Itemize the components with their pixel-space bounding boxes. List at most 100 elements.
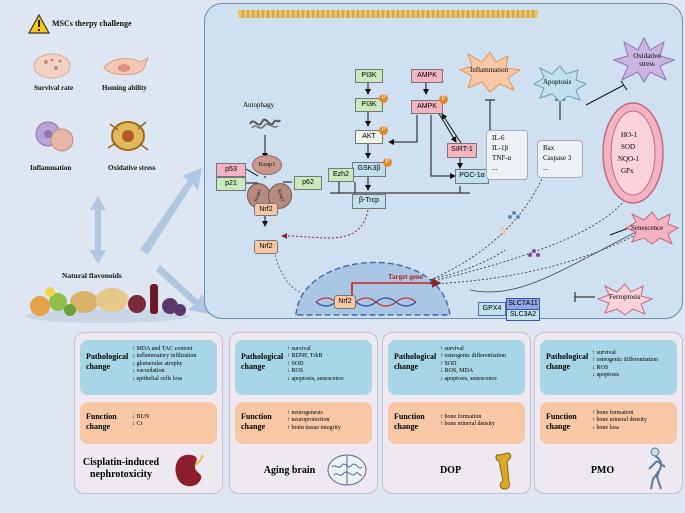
p21-node: p21	[216, 177, 246, 191]
function-change-title: Function change	[546, 412, 577, 431]
apoptosis-markers-box: Bax Caspase 3 ...	[537, 140, 583, 178]
list-item: ↓ ROS, MDA	[440, 368, 474, 375]
flow-arrows	[90, 168, 210, 314]
phospho-badge: P	[379, 126, 388, 135]
apoptosis-burst-icon	[532, 65, 588, 103]
pathological-change-title: Pathological change	[86, 352, 129, 371]
list-item: ↓ ROS	[287, 368, 304, 375]
list-item: ↑ osteogenic differentiation	[592, 357, 658, 364]
sirt1-node: SIRT-1	[447, 143, 477, 158]
pathological-list: ↑ survival ↑ osteogenic differentiation …	[592, 350, 658, 380]
list-item: ↓ apoptosis, senescence	[287, 375, 344, 382]
akt-node: AKT	[355, 130, 383, 144]
target-gene-label: Target gene	[388, 273, 423, 281]
brain-icon	[327, 454, 367, 486]
panel-title: DOP	[439, 465, 462, 476]
cell-icon	[107, 121, 149, 151]
list-item: ↓ apoptosis	[592, 372, 620, 379]
marker-more: ...	[543, 164, 549, 172]
ezh2-node: Ezh2	[328, 168, 354, 182]
function-change-title: Function change	[394, 412, 425, 431]
list-item: ↑ bone formation	[592, 410, 634, 416]
antioxidant-nqo1: NQO-1	[618, 155, 639, 163]
flavonoids-label: Natural flavonoids	[62, 271, 122, 280]
function-change-box: Function change ↓ BUN ↓ Cr	[80, 402, 217, 444]
senescence-burst-icon	[624, 211, 680, 246]
panel-aging-brain: Pathological change ↑ survival ↑ BDNF, T…	[229, 332, 378, 494]
list-item: ↑ bone mineral density	[592, 417, 647, 424]
function-list: ↓ BUN ↓ Cr	[132, 414, 149, 429]
list-item: ↓ epithelial cells loss	[132, 375, 183, 382]
ampk-node-1: AMPK	[411, 69, 443, 83]
phospho-badge: P	[379, 94, 388, 103]
marker-bax: Bax	[543, 144, 555, 152]
btrcp-node: β-Trcp	[352, 194, 386, 209]
function-change-box: Function change ↑ bone formation ↑ bone …	[388, 402, 525, 444]
oxidative-stress-burst-icon	[612, 36, 676, 83]
ros-particles-icon	[500, 211, 540, 257]
gpx4-node: GPX4	[478, 302, 506, 316]
list-item: ↓ ROS	[592, 364, 609, 371]
femur-icon	[495, 452, 512, 490]
cytokine-il6: IL-6	[492, 134, 505, 142]
list-item: ↓ bone loss	[592, 424, 619, 431]
cell-icon	[103, 56, 149, 76]
nrf2-free-node: Nrf2	[254, 240, 278, 254]
nrf2-bound-node: Nrf2	[254, 203, 278, 216]
nucleus-nrf2-node: Nrf2	[334, 295, 356, 309]
keap1-node: Keap1	[252, 155, 282, 175]
challenge-item-inflammation: Inflammation	[30, 164, 72, 172]
list-item: ↓ glomerular atrophy	[132, 360, 183, 367]
list-item: ↑ BDNF, TrkB	[287, 353, 323, 360]
membrane-bilayer	[238, 10, 538, 18]
function-list: ↑ bone formation ↑ bone mineral density	[440, 414, 495, 429]
challenge-item-oxidative: Oxidative stress	[108, 164, 156, 172]
list-item: ↑ MDA and TAC content	[132, 346, 193, 352]
cytokine-tnfa: TNF-α	[492, 154, 512, 162]
list-item: ↑ survival	[592, 350, 616, 356]
list-item: ↑ neurogenesis	[287, 410, 323, 416]
challenge-title: MSCs therpy challenge	[52, 19, 132, 28]
cell-icon	[35, 121, 74, 152]
mitochondrion-icon	[602, 102, 664, 204]
antioxidant-sod: SOD	[621, 143, 636, 151]
pi3k-node-1: PI3K	[355, 69, 383, 83]
p53-node: p53	[216, 163, 246, 177]
function-change-box: Function change ↑ bone formation ↑ bone …	[540, 402, 677, 444]
cytokine-more: ...	[492, 164, 498, 172]
antioxidant-gpx: GPx	[621, 167, 634, 175]
pathological-list: ↑ survival ↑ BDNF, TrkB ↑ SOD ↓ ROS ↓ ap…	[287, 346, 344, 383]
inflammation-burst-icon	[458, 51, 522, 93]
challenge-panel: MSCs therpy challenge Survival rate Homi…	[10, 14, 170, 192]
inflammation-label: Inflammation	[470, 66, 509, 74]
panel-dop: Pathological change ↑ survival ↑ osteoge…	[382, 332, 531, 494]
list-item: ↑ bone mineral density	[440, 421, 495, 428]
gsk3b-node: GSK3β	[352, 162, 386, 177]
panel-title: Cisplatin-induced nephrotoxicity	[82, 457, 160, 480]
pathological-list: ↑ MDA and TAC content ↓ inflammatory inf…	[132, 346, 196, 383]
list-item: ↓ inflammatory infiltration	[132, 353, 197, 360]
antioxidant-ho1: HO-1	[621, 131, 637, 139]
cell-icon	[33, 53, 71, 79]
pathological-change-box: Pathological change ↑ survival ↑ BDNF, T…	[235, 340, 372, 395]
challenge-item-survival: Survival rate	[34, 84, 74, 92]
pathological-change-box: Pathological change ↑ MDA and TAC conten…	[80, 340, 217, 395]
senescence-label: Senescence	[631, 224, 664, 232]
pathological-change-box: Pathological change ↑ survival ↑ osteoge…	[388, 340, 525, 395]
panel-pmo: Pathological change ↑ survival ↑ osteoge…	[534, 332, 683, 494]
function-list: ↑ bone formation ↑ bone mineral density …	[592, 410, 647, 432]
list-item: ↓ apoptosis, senescence	[440, 375, 497, 382]
slc3a2-node: SLC3A2	[506, 309, 540, 321]
list-item: ↑ survival	[440, 346, 464, 352]
skeleton-icon	[648, 447, 666, 490]
function-change-title: Function change	[86, 412, 117, 431]
pgc1a-node: PGC-1α	[455, 169, 489, 184]
marker-caspase3: Caspase 3	[543, 154, 572, 162]
list-item: ↑ SOD	[440, 360, 457, 367]
list-item: ↓ vacuolation	[132, 368, 165, 375]
phospho-badge: P	[439, 95, 448, 104]
list-item: ↓ BUN	[132, 414, 150, 420]
ampk-node-2: AMPK	[411, 100, 443, 114]
challenge-item-homing: Homing ability	[102, 84, 147, 92]
panel-title: PMO	[590, 465, 615, 476]
